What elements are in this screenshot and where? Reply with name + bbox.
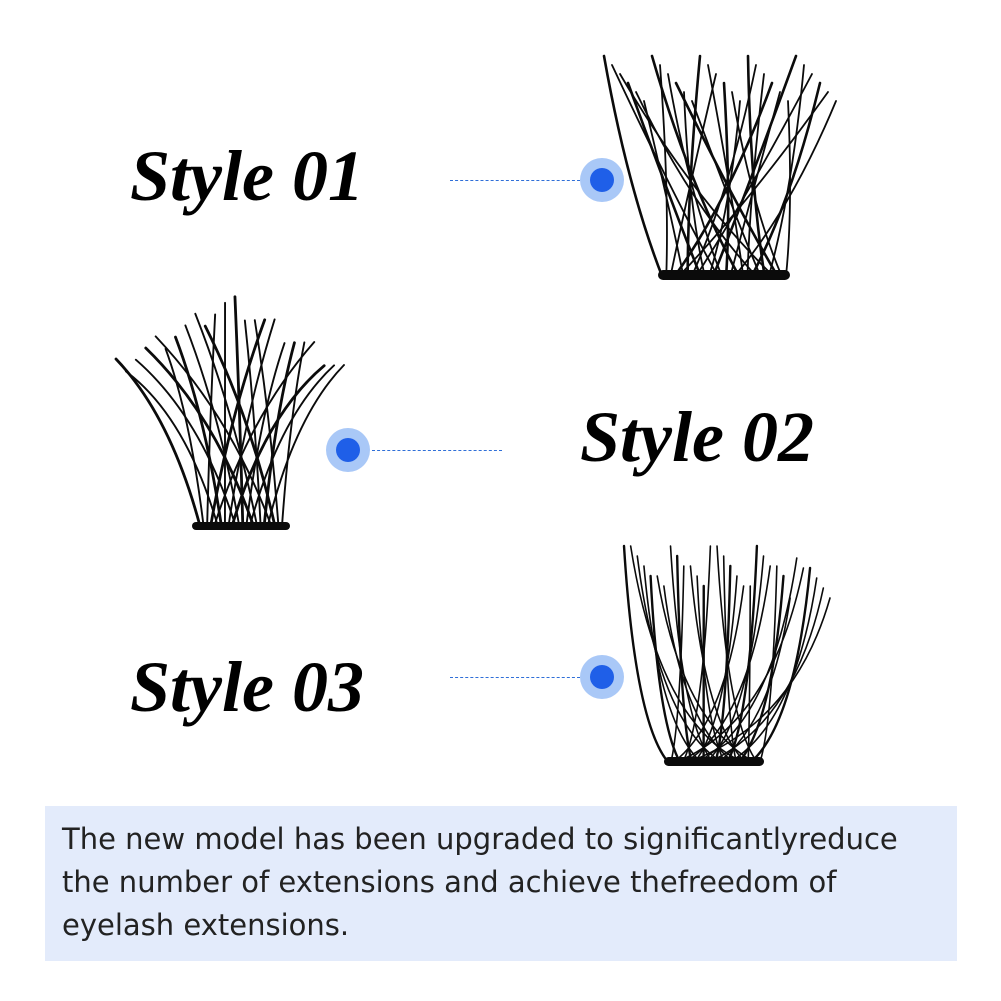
style-01-label: Style 01 <box>130 136 364 216</box>
description-line-3: eyelash extensions. <box>62 908 350 942</box>
style-01-connector <box>450 180 580 181</box>
style-03-marker-icon <box>580 655 624 699</box>
style-02-label: Style 02 <box>580 397 814 477</box>
style-03-connector <box>450 677 580 678</box>
style-01-marker-icon <box>580 158 624 202</box>
style-01-eyelash-image <box>602 54 837 280</box>
description-line-1: The new model has been upgraded to signi… <box>62 822 898 856</box>
style-03-eyelash-image <box>622 544 831 766</box>
description-line-2: the number of extensions and achieve the… <box>62 865 837 899</box>
style-02-eyelash-image <box>114 295 345 530</box>
description-text: The new model has been upgraded to signi… <box>62 818 945 947</box>
style-02-marker-icon <box>326 428 370 472</box>
style-03-label: Style 03 <box>130 647 364 727</box>
style-02-connector <box>372 450 502 451</box>
description-box: The new model has been upgraded to signi… <box>45 806 957 961</box>
